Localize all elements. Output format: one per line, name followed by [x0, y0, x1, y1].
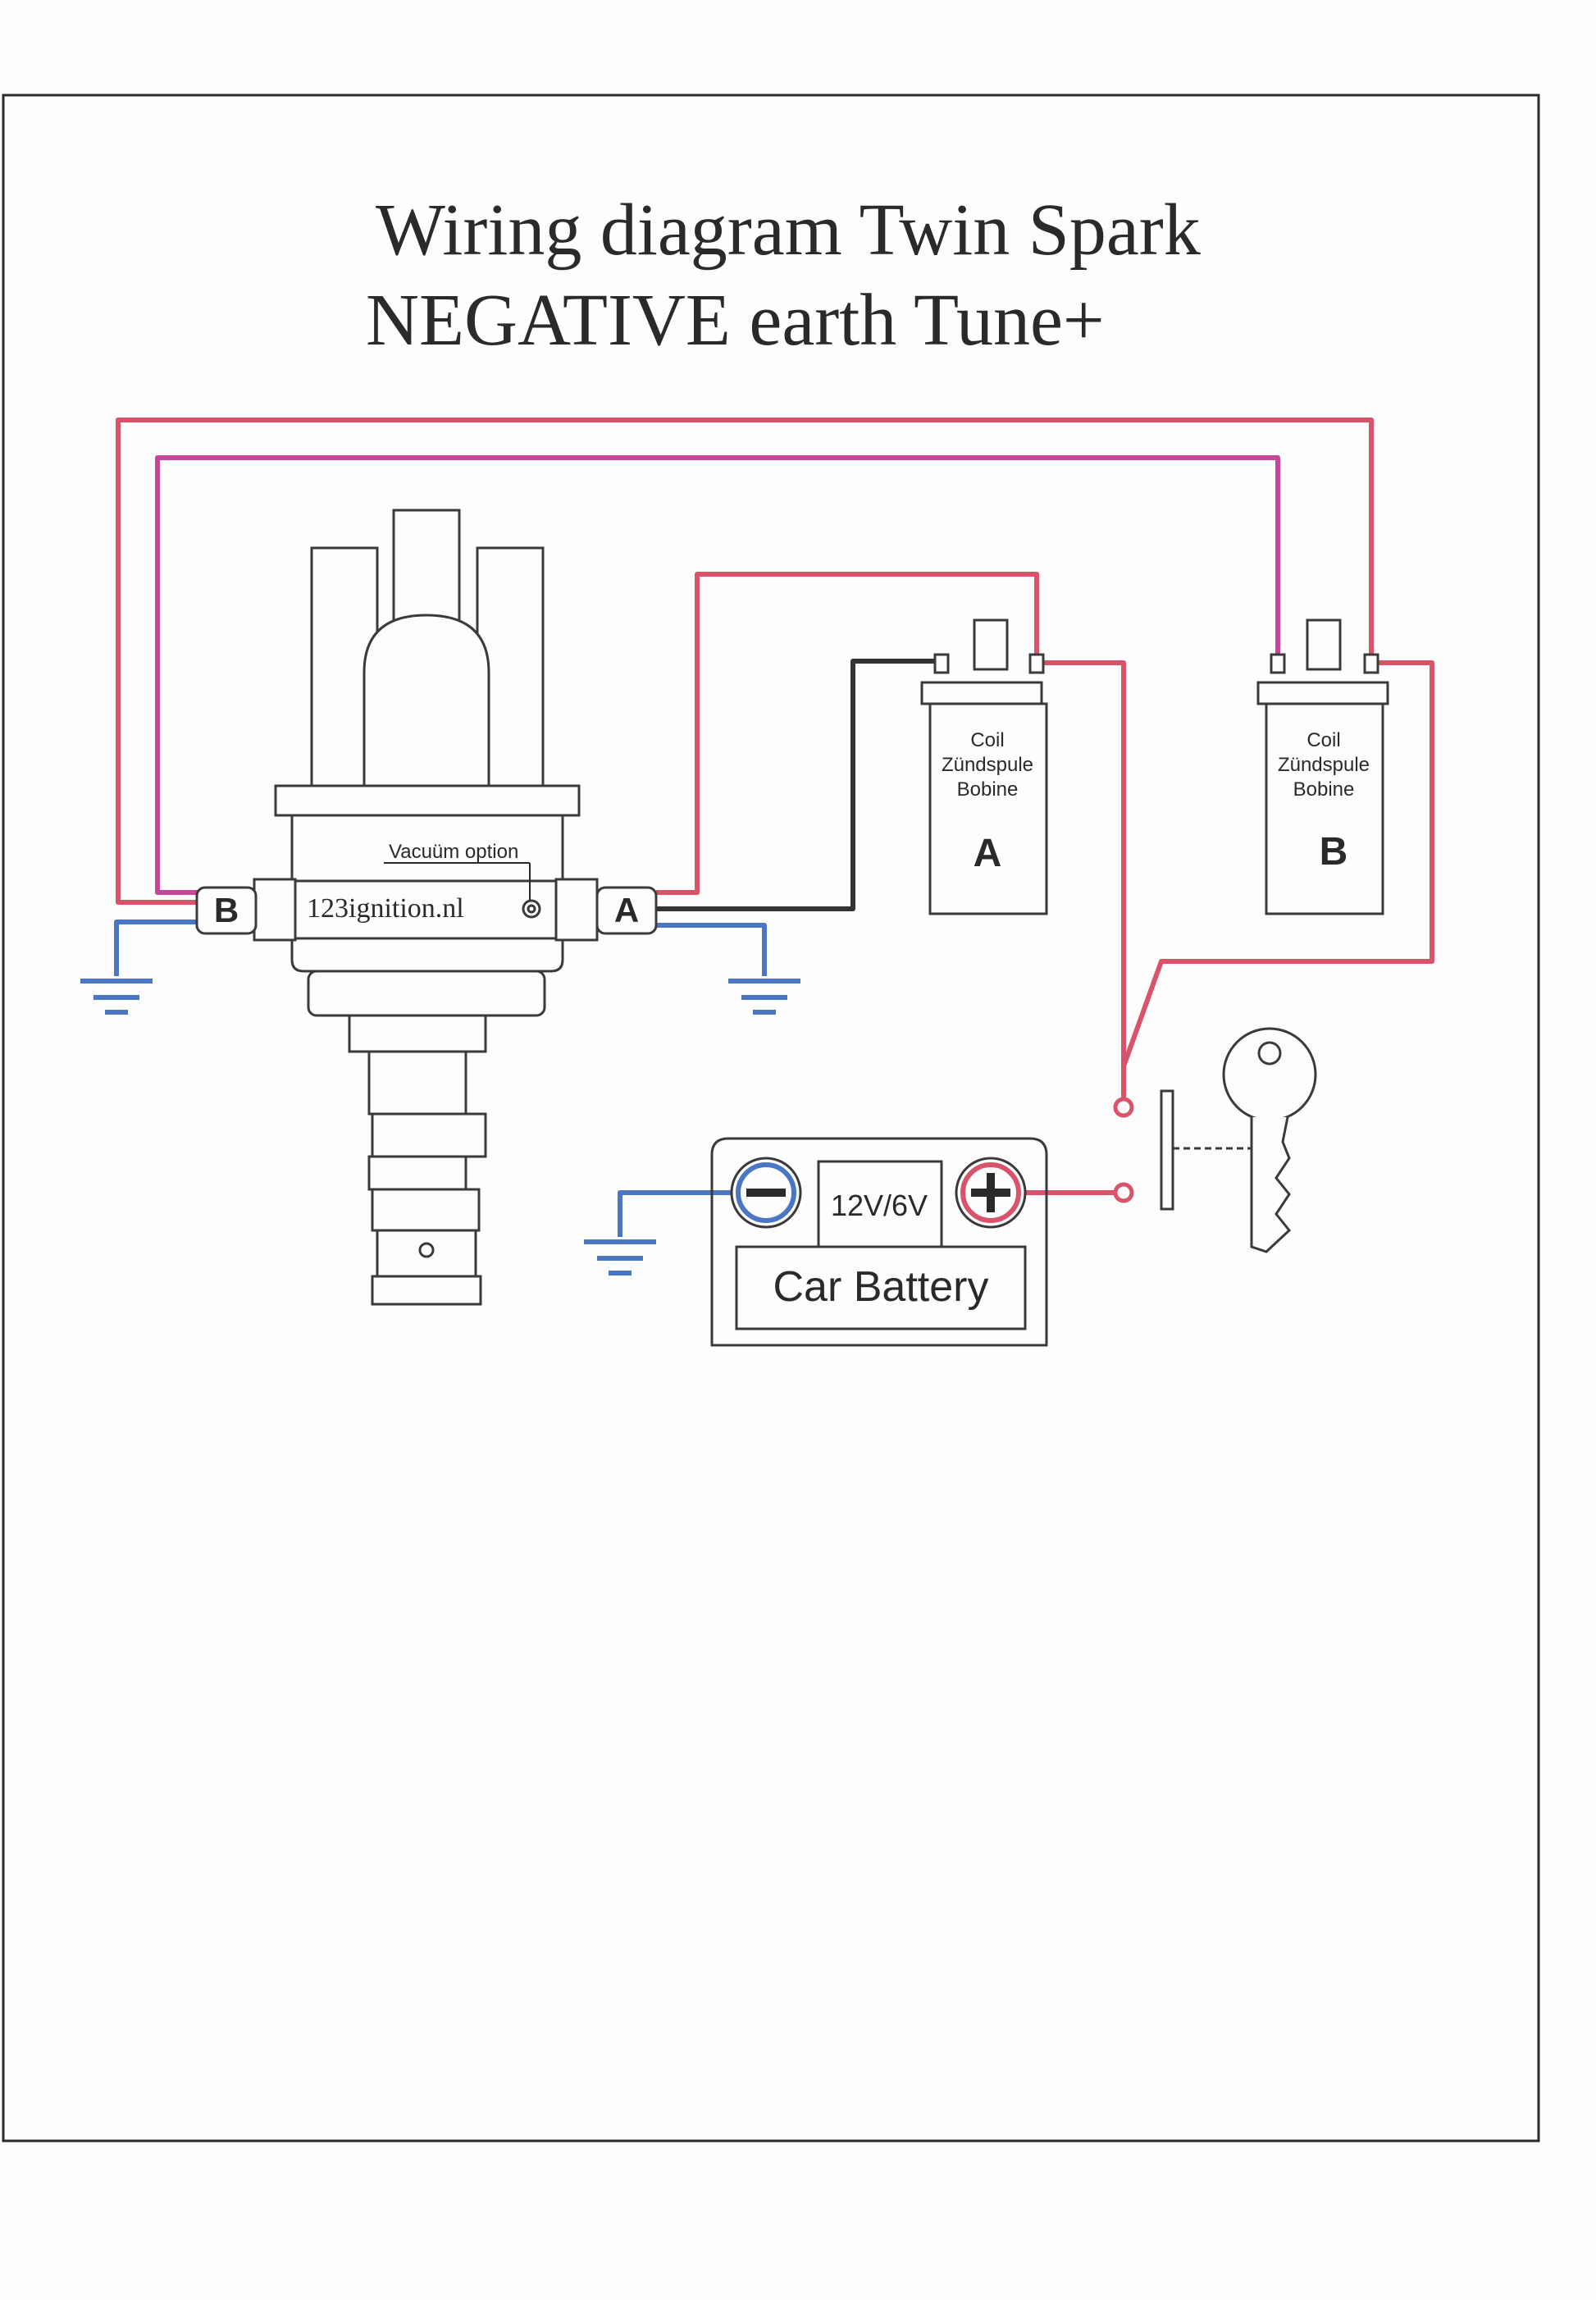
shaft-ring-3	[371, 1188, 481, 1232]
blue-wire-battery-ground	[618, 1190, 733, 1237]
coil-a-label-1: Coil	[970, 729, 1004, 751]
shaft-ring-1	[371, 1112, 487, 1158]
battery-voltage: 12V/6V	[831, 1189, 928, 1222]
coil-b-terminal-left	[1270, 653, 1286, 674]
battery-label-plate	[735, 1245, 1027, 1330]
vacuum-option-label: Vacuüm option	[389, 841, 518, 863]
coil-a	[920, 618, 1048, 915]
key-icon	[1222, 1027, 1317, 1253]
cap-flange	[274, 784, 581, 817]
coil-b	[1256, 618, 1389, 915]
connector-a-housing	[554, 878, 599, 942]
ground-icon	[728, 979, 800, 1015]
car-battery	[710, 1137, 1048, 1347]
terminal-b-box	[195, 886, 258, 935]
ignition-switch-icon	[1113, 1089, 1252, 1211]
red-wire-dist-a-to-coil-a	[656, 572, 1039, 895]
pink-wire-dist-b-to-coil-b	[155, 455, 1280, 895]
red-wire-coil-a-to-switch	[1037, 660, 1126, 1107]
minus-icon	[730, 1157, 802, 1229]
coil-b-cap	[1256, 681, 1389, 705]
coil-b-label-2: Zündspule	[1278, 754, 1370, 776]
terminal-a-box	[595, 886, 658, 935]
coil-a-cap	[920, 681, 1043, 705]
terminal-a-label: A	[614, 891, 639, 929]
coil-b-letter: B	[1320, 830, 1348, 874]
lower-body	[307, 970, 546, 1017]
coil-b-body	[1265, 702, 1384, 915]
red-wire-coil-b-to-switch	[1121, 660, 1434, 1068]
coil-a-letter: A	[974, 832, 1002, 875]
blue-wire-dist-a-ground	[656, 923, 767, 976]
wires	[114, 418, 1434, 1237]
plus-icon	[955, 1157, 1027, 1229]
coil-a-terminal-left	[933, 653, 950, 674]
coil-a-body	[928, 702, 1048, 915]
red-wire-dist-b-to-coil-b	[116, 418, 1374, 905]
coil-b-label-3: Bobine	[1293, 778, 1355, 801]
blue-wire-dist-b-ground	[114, 920, 198, 976]
coil-b-label-1: Coil	[1306, 729, 1340, 751]
distributor	[195, 509, 658, 1306]
terminal-b-label: B	[214, 891, 239, 929]
coil-b-tower	[1306, 618, 1342, 671]
cap-center-dome	[363, 614, 490, 787]
ground-icon	[584, 1239, 656, 1275]
coil-a-label-3: Bobine	[957, 778, 1019, 801]
page-border	[2, 94, 1540, 2143]
title-line-1: Wiring diagram Twin Spark	[376, 189, 1201, 271]
coil-a-label-2: Zündspule	[942, 754, 1033, 776]
connector-b-housing	[253, 878, 297, 942]
distributor-brand: 123ignition.nl	[307, 893, 464, 924]
coil-a-tower	[973, 618, 1009, 671]
coil-a-terminal-right	[1028, 653, 1045, 674]
battery-label: Car Battery	[773, 1263, 989, 1311]
title-line-2: NEGATIVE earth Tune+	[366, 280, 1105, 361]
shaft	[367, 1050, 467, 1116]
ground-icon	[80, 979, 153, 1015]
black-wire-dist-a-to-coil-a	[656, 659, 942, 911]
battery-case	[710, 1137, 1048, 1347]
shaft-collar	[348, 1014, 487, 1053]
coil-b-terminal-right	[1363, 653, 1379, 674]
shaft-drive	[371, 1275, 482, 1306]
shaft-ring-2	[367, 1155, 467, 1191]
